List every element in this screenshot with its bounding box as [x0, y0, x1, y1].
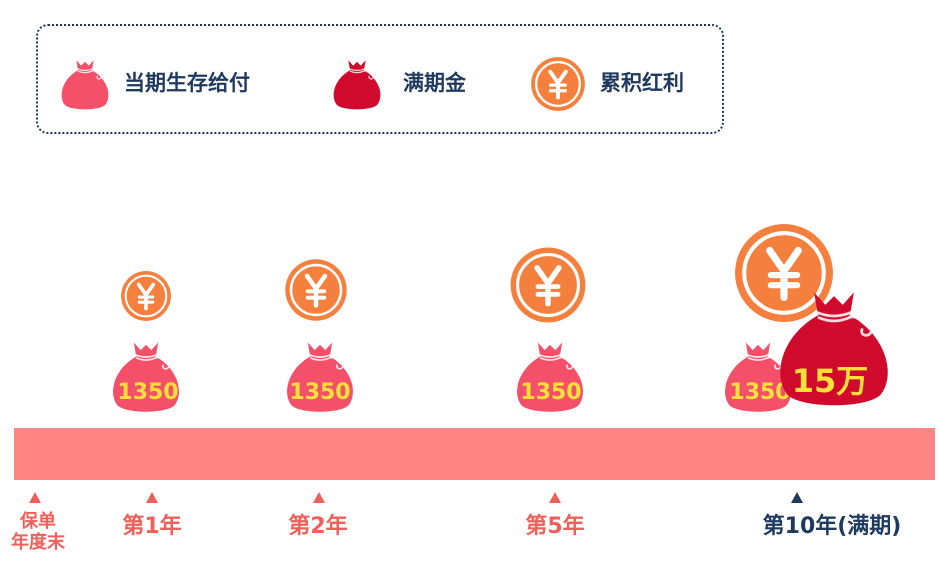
timeline-band	[14, 428, 935, 480]
survival-benefit-bag	[108, 330, 184, 422]
yuan-coin-icon	[509, 246, 587, 324]
tick-label-year1: 第1年	[122, 514, 182, 539]
tick-marker	[29, 492, 41, 503]
tick-label-year2: 第2年	[288, 514, 348, 539]
tick-marker	[146, 492, 158, 503]
start-label: 保单 年度末	[11, 511, 65, 553]
yuan-coin-icon	[284, 258, 348, 322]
tick-marker	[313, 492, 325, 503]
bag-amount-year2: 1350	[289, 380, 351, 405]
legend-label-accumulated-dividend: 累积红利	[600, 71, 684, 95]
tick-label-year5: 第5年	[525, 514, 585, 539]
money-bag-red-icon	[330, 53, 384, 115]
legend-label-maturity-benefit: 满期金	[403, 71, 466, 95]
bag-amount-year1: 1350	[117, 380, 179, 405]
bag-amount-year5: 1350	[520, 380, 582, 405]
tick-label-year10-maturity: 第10年(满期)	[762, 514, 902, 539]
legend-box	[36, 24, 724, 134]
yuan-coin-icon	[530, 56, 586, 112]
bag-amount-year10: 1350	[729, 380, 791, 405]
tick-marker-final	[791, 492, 803, 503]
survival-benefit-bag	[512, 330, 588, 422]
yuan-coin-icon	[120, 270, 172, 322]
legend-label-survival-benefit: 当期生存给付	[124, 71, 250, 95]
money-bag-pink-icon	[58, 53, 112, 115]
tick-marker	[549, 492, 561, 503]
survival-benefit-bag	[282, 330, 358, 422]
maturity-amount: 15万	[791, 362, 869, 400]
